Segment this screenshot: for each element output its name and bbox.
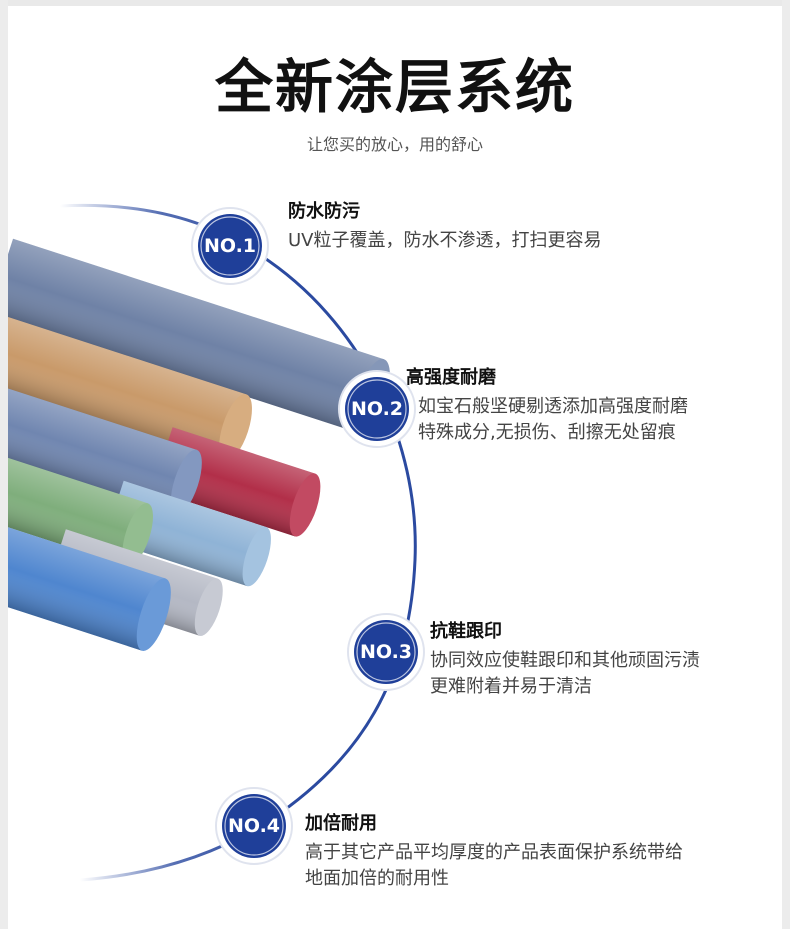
feature-desc-3-line-1: 协同效应使鞋跟印和其他顽固污渍	[430, 650, 700, 671]
badge-no2	[338, 370, 416, 448]
feature-desc-2-line-1: 如宝石般坚硬剔透添加高强度耐磨	[418, 396, 688, 417]
feature-desc-3-line-2: 更难附着并易于清洁	[430, 676, 592, 697]
badge-label-no3: NO.3	[359, 641, 413, 663]
product-rolls	[0, 238, 390, 651]
feature-title-4: 加倍耐用	[305, 813, 377, 834]
feature-desc-1-line-1: UV粒子覆盖，防水不渗透，打扫更容易	[288, 230, 602, 251]
badge-no1	[191, 207, 269, 285]
feature-title-3: 抗鞋跟印	[430, 621, 502, 642]
badge-label-no4: NO.4	[227, 815, 281, 837]
right-border	[782, 0, 790, 929]
page-title: 全新涂层系统	[214, 53, 575, 121]
feature-desc-2-line-2: 特殊成分,无损伤、刮擦无处留痕	[418, 422, 676, 443]
feature-title-1: 防水防污	[288, 201, 360, 222]
roll-blue-speckle	[0, 375, 202, 515]
badge-label-no1: NO.1	[203, 235, 257, 257]
feature-title-2: 高强度耐磨	[406, 367, 496, 388]
feature-desc-4-line-2: 地面加倍的耐用性	[305, 868, 449, 889]
badge-no3	[347, 613, 425, 691]
roll-bright-blue	[0, 501, 171, 651]
page-subtitle: 让您买的放心，用的舒心	[306, 135, 483, 154]
top-border	[0, 0, 790, 6]
roll-tan	[0, 310, 252, 462]
feature-desc-4-line-1: 高于其它产品平均厚度的产品表面保护系统带给	[305, 842, 683, 863]
badge-no4	[215, 787, 293, 865]
badge-label-no2: NO.2	[350, 398, 404, 420]
arc-main	[259, 253, 417, 822]
